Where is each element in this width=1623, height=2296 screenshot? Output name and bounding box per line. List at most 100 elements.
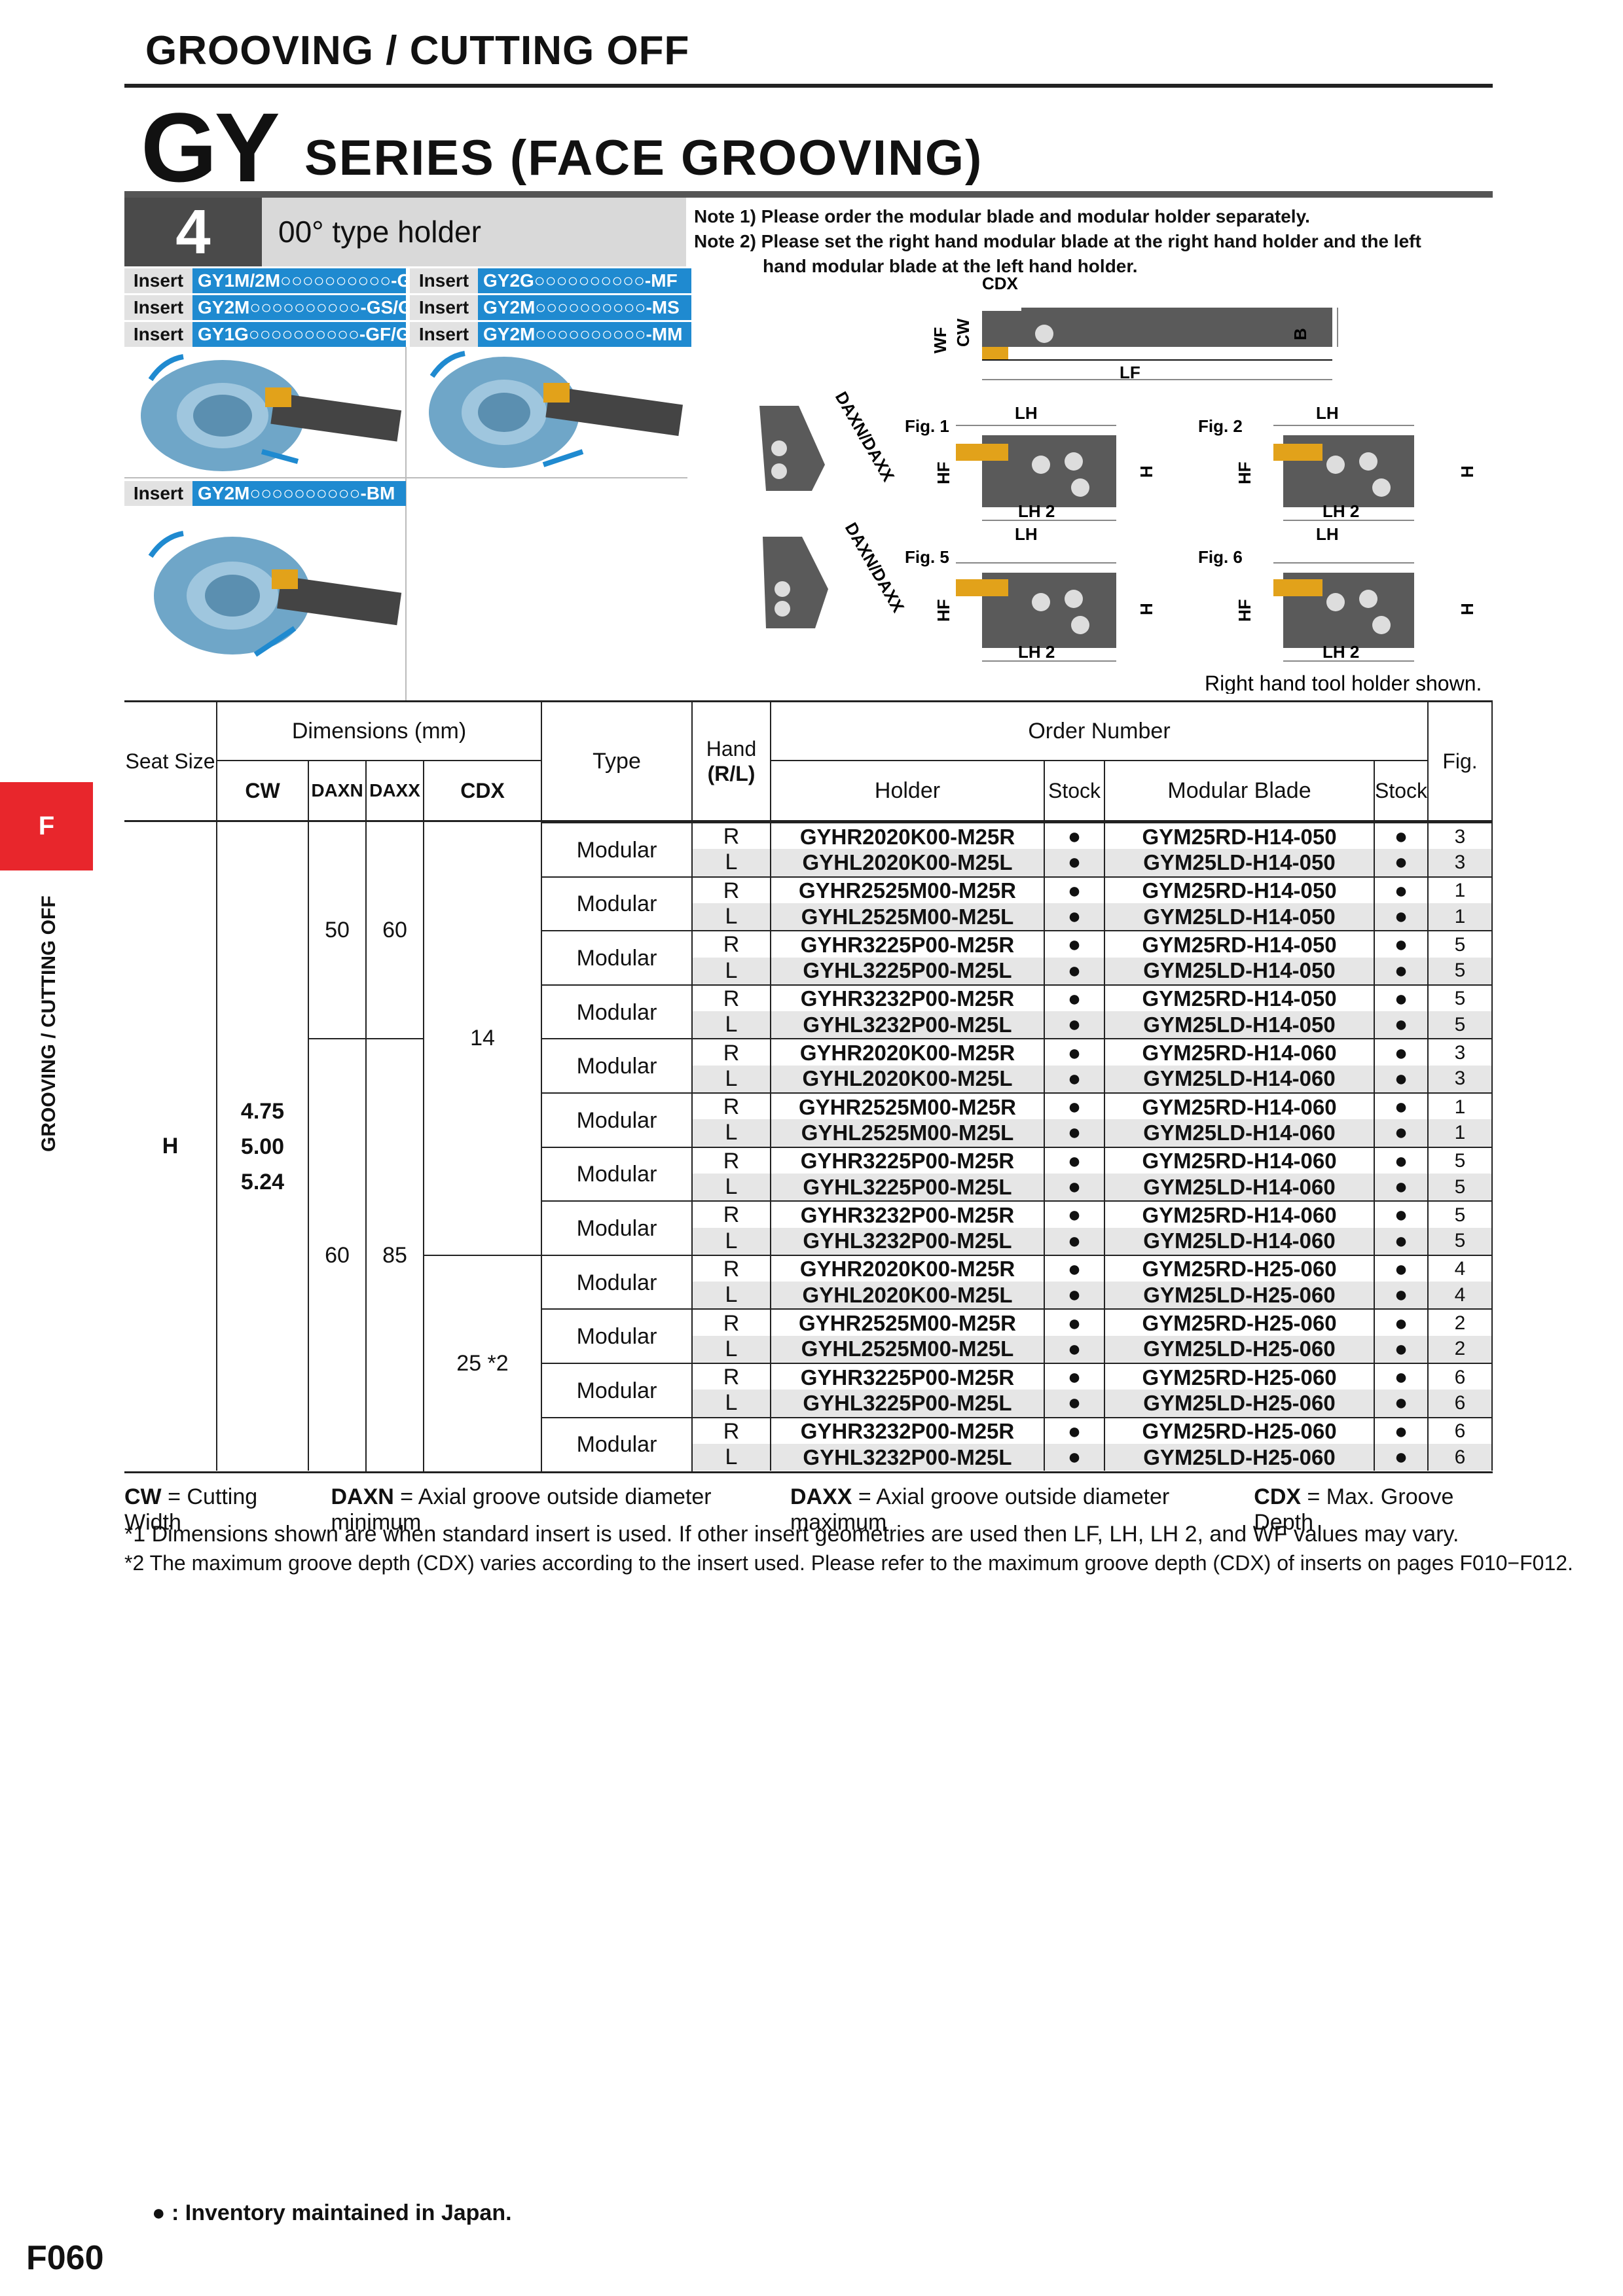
dimension-diagrams: CDX LF B WF CW DAXN/DAXX Fig. 1 LH LH 2 …	[759, 275, 1482, 694]
hand-value: R	[693, 1254, 771, 1283]
holder-order-number: GYHL2525M00-M25L	[771, 1119, 1045, 1147]
insert-row: Insert GY1G○○○○○○○○○○-GF/GS Insert GY2M○…	[124, 322, 691, 347]
type-value: Modular	[542, 1416, 693, 1473]
hand-value: L	[693, 1335, 771, 1363]
blade-order-number: GYM25LD-H14-050	[1105, 957, 1375, 984]
cw-value: 5.00	[240, 1134, 285, 1159]
holder-order-number: GYHL3225P00-M25L	[771, 1390, 1045, 1417]
label-cdx: CDX	[982, 275, 1019, 293]
type-value: Modular	[542, 1038, 693, 1094]
holder-stock-mark: ●	[1045, 957, 1105, 984]
holder-order-number: GYHR3232P00-M25R	[771, 984, 1045, 1013]
fig-number: 5	[1429, 930, 1493, 959]
label-h: H	[1457, 603, 1477, 615]
insert-row: Insert GY2M○○○○○○○○○○-GS/GU Insert GY2M○…	[124, 295, 691, 320]
blade-stock-mark: ●	[1375, 1119, 1429, 1147]
holder-number: 4	[124, 198, 262, 266]
insert-code: GY2M○○○○○○○○○○-BM	[192, 481, 406, 506]
title-rule	[124, 191, 1493, 198]
fig-number: 3	[1429, 822, 1493, 851]
holder-stock-mark: ●	[1045, 1335, 1105, 1363]
label-hf: HF	[1235, 461, 1254, 484]
header-dimensions: Dimensions (mm)	[217, 702, 542, 761]
blade-order-number: GYM25RD-H14-060	[1105, 1038, 1375, 1067]
holder-stock-mark: ●	[1045, 930, 1105, 959]
label-hf: HF	[934, 461, 953, 484]
holder-order-number: GYHR2020K00-M25R	[771, 1038, 1045, 1067]
header-cw: CW	[217, 761, 309, 820]
header-daxx: DAXX	[367, 761, 424, 820]
label-lh: LH	[1316, 524, 1339, 544]
blade-stock-mark: ●	[1375, 876, 1429, 905]
label-wf: WF	[930, 327, 950, 353]
holder-stock-mark: ●	[1045, 1282, 1105, 1309]
blade-stock-mark: ●	[1375, 1308, 1429, 1337]
blade-stock-mark: ●	[1375, 1038, 1429, 1067]
workpiece-illustration-2	[429, 351, 684, 468]
series-code: GY	[141, 92, 280, 202]
header-fig: Fig.	[1429, 702, 1493, 820]
type-value: Modular	[542, 1308, 693, 1364]
insert-code: GY2M○○○○○○○○○○-MM	[478, 322, 691, 347]
note-2-cont: hand modular blade at the left hand hold…	[763, 256, 1138, 276]
holder-order-number: GYHR2525M00-M25R	[771, 1092, 1045, 1121]
blade-stock-mark: ●	[1375, 849, 1429, 876]
blade-order-number: GYM25RD-H14-050	[1105, 930, 1375, 959]
fig-number: 5	[1429, 1227, 1493, 1255]
blade-stock-mark: ●	[1375, 1254, 1429, 1283]
type-value: Modular	[542, 930, 693, 986]
fig-number: 5	[1429, 1146, 1493, 1175]
hand-value: L	[693, 1443, 771, 1471]
header-holder: Holder	[771, 761, 1045, 820]
type-value: Modular	[542, 984, 693, 1040]
hand-value: L	[693, 1065, 771, 1092]
label-h: H	[1137, 465, 1156, 478]
hand-value: L	[693, 1390, 771, 1417]
label-lf: LF	[1120, 363, 1140, 382]
holder-order-number: GYHR3225P00-M25R	[771, 1363, 1045, 1391]
holder-order-number: GYHL3232P00-M25L	[771, 1011, 1045, 1039]
blade-stock-mark: ●	[1375, 903, 1429, 931]
hand-value: R	[693, 1308, 771, 1337]
insert-label: Insert	[124, 268, 192, 293]
hand-value: R	[693, 930, 771, 959]
hand-value: L	[693, 849, 771, 876]
header-stock: Stock	[1045, 761, 1105, 820]
product-illustrations	[124, 347, 687, 700]
header-order-number: Order Number	[771, 702, 1429, 761]
series-subtitle: SERIES (FACE GROOVING)	[304, 130, 983, 186]
hand-value: R	[693, 876, 771, 905]
blade-stock-mark: ●	[1375, 1146, 1429, 1175]
workpiece-illustration-1	[141, 354, 402, 471]
cdx-value: 14	[424, 822, 542, 1255]
page-number: F060	[26, 2239, 104, 2277]
holder-order-number: GYHL2525M00-M25L	[771, 1335, 1045, 1363]
label-fig-1: Fig. 1	[905, 416, 949, 436]
hand-value: L	[693, 903, 771, 931]
blade-order-number: GYM25RD-H14-060	[1105, 1200, 1375, 1229]
daxn-value: 60	[309, 1038, 367, 1473]
label-lh: LH	[1015, 403, 1038, 423]
top-view-diagram	[982, 308, 1338, 380]
fig-number: 5	[1429, 957, 1493, 984]
header-rule	[124, 84, 1493, 88]
blade-order-number: GYM25RD-H14-060	[1105, 1092, 1375, 1121]
holder-stock-mark: ●	[1045, 1200, 1105, 1229]
footnote-2: *2 The maximum groove depth (CDX) varies…	[124, 1551, 1573, 1575]
holder-stock-mark: ●	[1045, 1390, 1105, 1417]
hand-value: R	[693, 1200, 771, 1229]
label-fig-5: Fig. 5	[905, 547, 949, 567]
blade-stock-mark: ●	[1375, 822, 1429, 851]
insert-list: Insert GY1M/2M○○○○○○○○○○-GM Insert GY2G○…	[124, 268, 691, 347]
fig-1-diagram	[956, 425, 1116, 521]
insert-row: Insert GY1M/2M○○○○○○○○○○-GM Insert GY2G○…	[124, 268, 691, 293]
blade-order-number: GYM25RD-H25-060	[1105, 1416, 1375, 1445]
daxx-value: 85	[367, 1038, 424, 1473]
fig-6-diagram	[1273, 562, 1414, 662]
hand-value: R	[693, 984, 771, 1013]
insert-code: GY1M/2M○○○○○○○○○○-GM	[192, 268, 406, 293]
blade-order-number: GYM25RD-H14-050	[1105, 822, 1375, 851]
label-lh2: LH 2	[1018, 642, 1055, 662]
holder-order-number: GYHR3232P00-M25R	[771, 1416, 1045, 1445]
